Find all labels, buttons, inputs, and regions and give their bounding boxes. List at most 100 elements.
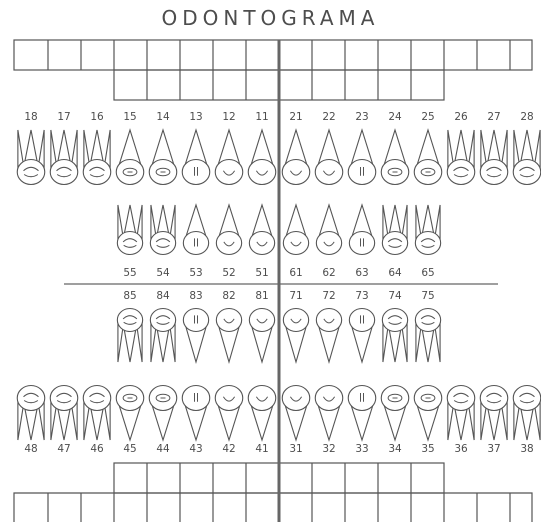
tooth-number: 85 [123, 290, 136, 302]
tooth-number: 35 [421, 443, 434, 455]
tooth[interactable] [182, 386, 210, 441]
tooth-number: 22 [322, 111, 335, 123]
tooth[interactable] [382, 205, 407, 255]
tooth[interactable] [183, 309, 208, 363]
tooth-number: 46 [90, 443, 104, 455]
tooth[interactable] [348, 130, 376, 185]
tooth[interactable] [447, 130, 475, 185]
tooth-number: 38 [520, 443, 533, 455]
tooth[interactable] [117, 205, 142, 255]
tooth-number: 36 [454, 443, 468, 455]
tooth-number: 37 [487, 443, 500, 455]
tooth-number: 73 [355, 290, 368, 302]
tooth-number: 12 [222, 111, 235, 123]
tooth-number: 72 [322, 290, 335, 302]
tooth-number: 42 [222, 443, 235, 455]
tooth[interactable] [182, 130, 210, 185]
tooth[interactable] [282, 386, 310, 441]
tooth[interactable] [282, 130, 310, 185]
tooth[interactable] [50, 386, 78, 441]
tooth-number: 64 [388, 267, 402, 279]
tooth[interactable] [480, 386, 508, 441]
tooth-number: 61 [289, 267, 302, 279]
tooth[interactable] [249, 309, 274, 363]
tooth[interactable] [216, 205, 241, 255]
tooth-number: 45 [123, 443, 136, 455]
tooth-number: 15 [123, 111, 136, 123]
tooth[interactable] [83, 386, 111, 441]
tooth[interactable] [349, 309, 374, 363]
tooth[interactable] [249, 205, 274, 255]
tooth-number: 26 [454, 111, 468, 123]
tooth-number: 21 [289, 111, 302, 123]
tooth[interactable] [17, 130, 45, 185]
tooth[interactable] [283, 309, 308, 363]
tooth[interactable] [216, 309, 241, 363]
tooth[interactable] [382, 309, 407, 363]
tooth[interactable] [150, 205, 175, 255]
tooth[interactable] [215, 386, 243, 441]
tooth[interactable] [381, 130, 409, 185]
tooth-number: 48 [24, 443, 37, 455]
tooth-number: 27 [487, 111, 500, 123]
tooth[interactable] [248, 386, 276, 441]
tooth[interactable] [415, 205, 440, 255]
tooth-number: 43 [189, 443, 202, 455]
tooth[interactable] [248, 130, 276, 185]
tooth-number: 24 [388, 111, 402, 123]
tooth[interactable] [315, 130, 343, 185]
tooth[interactable] [316, 205, 341, 255]
tooth[interactable] [414, 130, 442, 185]
tooth-number: 41 [255, 443, 268, 455]
tooth[interactable] [283, 205, 308, 255]
tooth[interactable] [315, 386, 343, 441]
tooth-number: 34 [388, 443, 402, 455]
tooth[interactable] [215, 130, 243, 185]
tooth-number: 71 [289, 290, 302, 302]
tooth[interactable] [116, 130, 144, 185]
tooth[interactable] [17, 386, 45, 441]
tooth[interactable] [447, 386, 475, 441]
tooth-number: 31 [289, 443, 302, 455]
tooth-number: 47 [57, 443, 70, 455]
lower-record-boxes-outer[interactable] [14, 493, 532, 522]
tooth[interactable] [381, 386, 409, 441]
tooth[interactable] [316, 309, 341, 363]
tooth-number: 11 [255, 111, 268, 123]
tooth-number: 16 [90, 111, 104, 123]
tooth-number: 13 [189, 111, 202, 123]
tooth[interactable] [117, 309, 142, 363]
tooth[interactable] [50, 130, 78, 185]
tooth[interactable] [415, 309, 440, 363]
tooth[interactable] [348, 386, 376, 441]
tooth[interactable] [149, 130, 177, 185]
tooth[interactable] [116, 386, 144, 441]
upper-record-boxes-outer[interactable] [14, 40, 532, 70]
tooth-number: 82 [222, 290, 235, 302]
tooth[interactable] [513, 130, 541, 185]
tooth-number: 53 [189, 267, 202, 279]
tooth-number: 18 [24, 111, 37, 123]
tooth-number: 14 [156, 111, 170, 123]
tooth[interactable] [183, 205, 208, 255]
tooth[interactable] [349, 205, 374, 255]
tooth-number: 33 [355, 443, 368, 455]
tooth-number: 32 [322, 443, 335, 455]
tooth-number: 17 [57, 111, 70, 123]
tooth-number: 81 [255, 290, 268, 302]
tooth-number: 63 [355, 267, 368, 279]
tooth-number: 65 [421, 267, 434, 279]
tooth-number: 84 [156, 290, 170, 302]
tooth[interactable] [150, 309, 175, 363]
tooth[interactable] [83, 130, 111, 185]
tooth-number: 44 [156, 443, 170, 455]
tooth-number: 54 [156, 267, 170, 279]
tooth-number: 25 [421, 111, 434, 123]
tooth-number: 55 [123, 267, 136, 279]
tooth[interactable] [480, 130, 508, 185]
tooth[interactable] [513, 386, 541, 441]
tooth[interactable] [149, 386, 177, 441]
tooth-number: 28 [520, 111, 533, 123]
tooth[interactable] [414, 386, 442, 441]
